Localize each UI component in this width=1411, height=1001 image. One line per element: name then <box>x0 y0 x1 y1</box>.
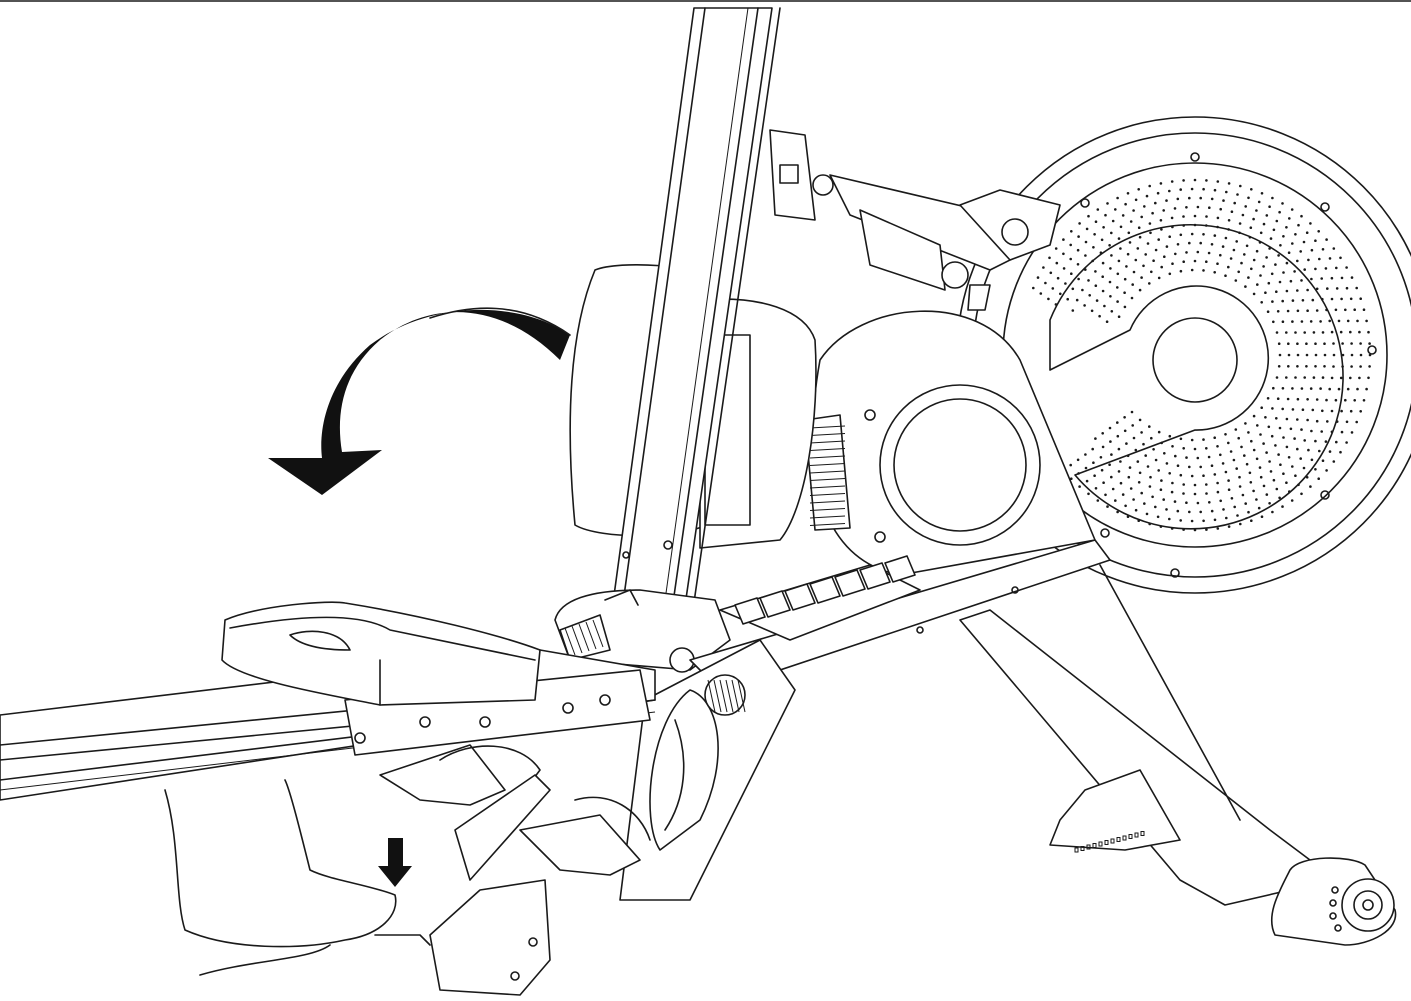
vent-grill <box>804 414 851 531</box>
footrest-assembly <box>379 639 796 996</box>
flywheel-icon <box>1049 224 1344 530</box>
flywheel-housing <box>956 116 1411 594</box>
seat-carriage <box>344 669 651 756</box>
fold-hinge <box>554 589 731 673</box>
handle-arm <box>769 129 1061 311</box>
seat <box>221 601 541 706</box>
rear-foot <box>1049 769 1181 851</box>
press-down-arrow-icon <box>378 838 412 887</box>
front-frame <box>689 539 1111 691</box>
rear-wheel <box>1341 878 1395 932</box>
fold-arrow-icon <box>268 309 570 495</box>
front-stabilizer <box>429 879 551 996</box>
drive-housing <box>804 310 1110 576</box>
flywheel-perforations <box>1032 178 1372 532</box>
foot-icon <box>164 779 431 976</box>
foot-cup-left <box>379 744 506 806</box>
foot-cup-right <box>519 814 641 876</box>
rear-leg <box>959 564 1397 946</box>
flywheel-hub <box>1152 317 1238 403</box>
